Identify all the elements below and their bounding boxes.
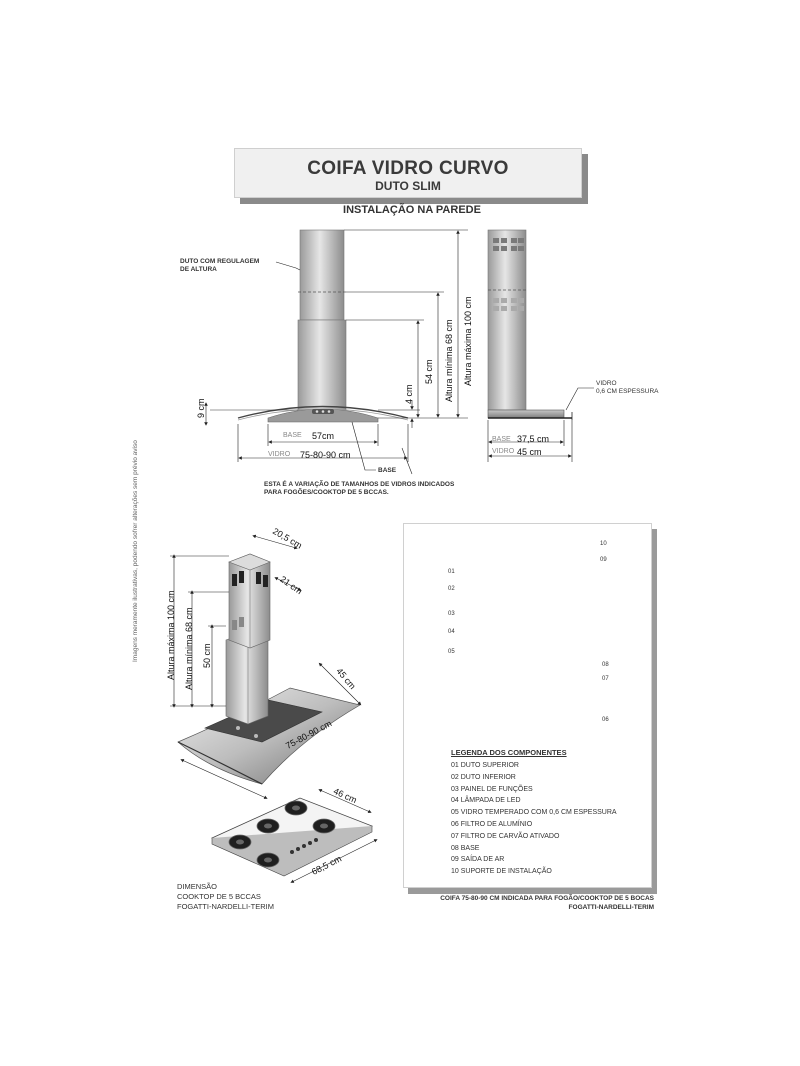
- front-glass: [237, 405, 409, 419]
- side-base: [487, 409, 565, 419]
- page-subtitle: DUTO SLIM: [375, 179, 441, 193]
- iso-dim-max: Altura máxima 100 cm: [166, 590, 176, 680]
- legend-item: 03 PAINEL DE FUNÇÕES: [451, 785, 533, 793]
- dim-9cm: 9 cm: [196, 398, 206, 418]
- side-glass-label: VIDRO 0,6 CM ESPESSURA: [596, 380, 659, 395]
- legend-item: 02 DUTO INFERIOR: [451, 773, 516, 781]
- legend-item: 06 FILTRO DE ALUMÍNIO: [451, 820, 533, 828]
- base-callout: BASE: [378, 467, 397, 474]
- side-glass-word: VIDRO: [492, 448, 515, 455]
- iso-dim-min: Altura mínima 68 cm: [184, 607, 194, 690]
- page-title: COIFA VIDRO CURVO: [307, 158, 509, 179]
- dim-54cm: 54 cm: [424, 359, 434, 384]
- front-dimension-lines: [204, 229, 468, 475]
- iso-vents: [232, 571, 268, 587]
- glass-variation-note: ESTA É A VARIAÇÃO DE TAMANHOS DE VIDROS …: [264, 481, 455, 496]
- dim-max-height: Altura máxima 100 cm: [463, 296, 473, 386]
- section-title: INSTALAÇÃO NA PAREDE: [343, 204, 481, 216]
- iso-dimension-lines: [170, 534, 362, 799]
- components-panel: [403, 523, 652, 888]
- legend-item: 05 VIDRO TEMPERADO COM 0,6 CM ESPESSURA: [451, 809, 617, 817]
- front-lower-duct: [297, 319, 347, 411]
- base-width-value: 57cm: [312, 431, 335, 441]
- side-duct: [487, 229, 527, 411]
- legend-title: LEGENDA DOS COMPONENTES: [451, 748, 567, 757]
- iso-dim-50: 50 cm: [202, 643, 212, 668]
- cooktop-dimension-lines: [290, 789, 378, 883]
- components-caption: COIFA 75-80-90 CM INDICADA PARA FOGÃO/CO…: [440, 895, 654, 911]
- side-base-word: BASE: [492, 436, 511, 443]
- components-legend: LEGENDA DOS COMPONENTES 01 DUTO SUPERIOR…: [451, 748, 617, 878]
- front-view-hood: [210, 229, 409, 423]
- title-box: COIFA VIDRO CURVO DUTO SLIM: [234, 148, 582, 198]
- dim-min-height: Altura mínima 68 cm: [444, 319, 454, 402]
- legend-item: 07 FILTRO DE CARVÃO ATIVADO: [451, 832, 560, 840]
- side-view-hood: [487, 229, 573, 420]
- glass-word: VIDRO: [268, 451, 291, 458]
- glass-width-value: 75-80-90 cm: [300, 450, 351, 460]
- side-vent-grille: [493, 238, 524, 311]
- duct-label: DUTO COM REGULAGEM DE ALTURA: [180, 258, 260, 273]
- legend-item: 04 LÂMPADA DE LED: [451, 797, 521, 805]
- legend-item: 08 BASE: [451, 844, 480, 852]
- legend-item: 10 SUPORTE DE INSTALAÇÃO: [451, 868, 552, 876]
- cooktop-caption: DIMENSÃO COOKTOP DE 5 BCCAS FOGATTI-NARD…: [177, 882, 274, 911]
- legend-item: 09 SAÍDA DE AR: [451, 856, 505, 864]
- cooktop-drawing: [211, 797, 373, 877]
- front-upper-duct: [299, 229, 345, 321]
- dim-4cm: 4 cm: [404, 384, 414, 404]
- side-glass-value: 45 cm: [517, 447, 542, 457]
- base-word: BASE: [283, 432, 302, 439]
- side-dimension-lines: [487, 387, 594, 462]
- side-base-value: 37,5 cm: [517, 434, 550, 444]
- iso-view-hood: [177, 553, 361, 785]
- legend-item: 01 DUTO SUPERIOR: [451, 762, 519, 769]
